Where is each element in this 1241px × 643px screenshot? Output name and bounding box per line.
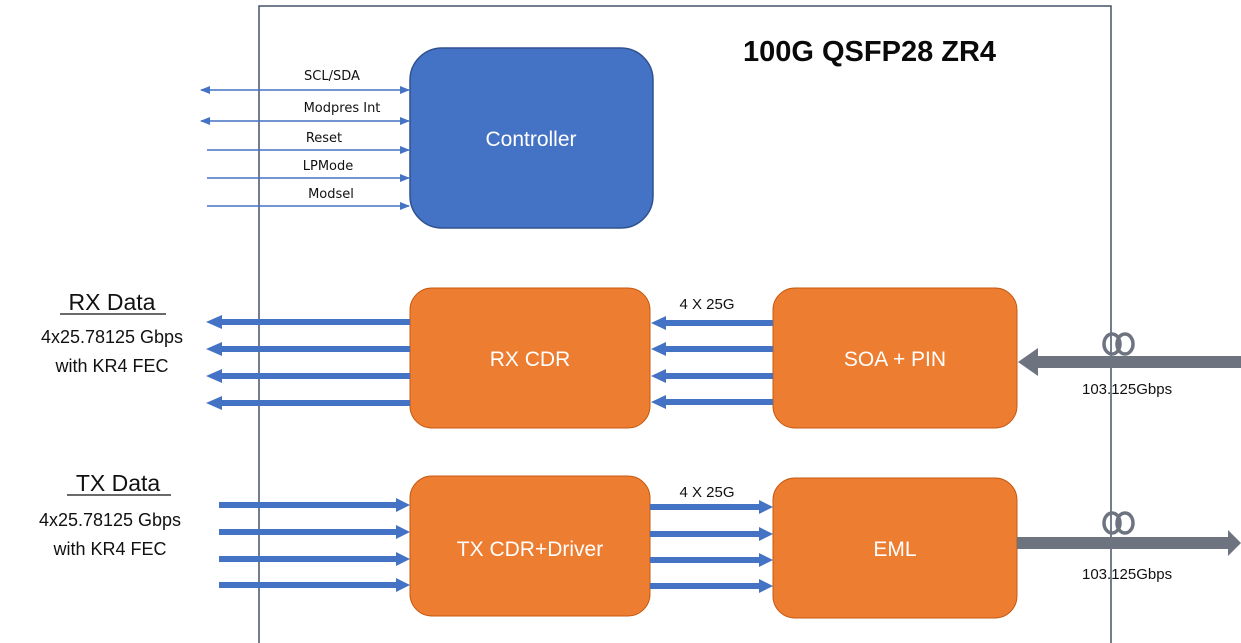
rx-internal-lane-4 [651,395,773,409]
tx-cdr-label: TX CDR+Driver [457,538,603,561]
tx-internal-lane-3 [650,553,773,567]
rx-data-fec: with KR4 FEC [54,356,168,376]
rx-fiber-coil-icon [1102,332,1135,356]
rx-internal-lane-1 [651,316,773,330]
tx-host-lane-3 [219,552,410,566]
controller-block: Controller [409,47,654,229]
tx-data-fec: with KR4 FEC [52,539,166,559]
rx-host-lane-4 [206,396,410,410]
tx-host-lane-1 [219,498,410,512]
tx-internal-lane-1 [650,500,773,514]
tx-line-rate: 103.125Gbps [1082,566,1172,583]
module-outline [258,5,1112,643]
controller-label: Controller [485,128,576,151]
tx-cdr-block: TX CDR+Driver [409,475,651,617]
tx-internal-lanes [650,500,773,593]
tx-fiber-arrow [1017,530,1241,556]
rx-lanes-label: 4 X 25G [679,296,734,313]
rx-host-lanes [206,315,410,410]
soa-pin-block: SOA + PIN [772,287,1018,429]
rx-data-labels: RX Data 4x25.78125 Gbps with KR4 FEC [41,289,183,376]
modsel-label: Modsel [308,187,354,202]
rx-fiber-arrow [1018,348,1241,376]
rx-data-title: RX Data [69,289,156,315]
tx-data-rate: 4x25.78125 Gbps [39,510,181,530]
lpmode-label: LPMode [303,159,354,174]
rx-fiber: 103.125Gbps [1018,332,1241,398]
rx-host-lane-1 [206,315,410,329]
tx-data-labels: TX Data 4x25.78125 Gbps with KR4 FEC [39,470,181,559]
control-signals: SCL/SDA Modpres Int Reset LPMode Modsel [200,69,410,210]
tx-fiber: 103.125Gbps [1017,511,1241,583]
rx-cdr-block: RX CDR [409,287,651,429]
rx-internal-lanes [651,316,773,409]
rx-internal-lane-3 [651,369,773,383]
rx-cdr-label: RX CDR [490,348,571,371]
eml-block: EML [772,477,1018,619]
module-title: 100G QSFP28 ZR4 [743,36,996,68]
modpres-int-label: Modpres Int [304,101,381,116]
rx-internal-lane-2 [651,342,773,356]
reset-label: Reset [306,131,342,146]
tx-host-lanes [219,498,410,592]
tx-host-lane-4 [219,578,410,592]
tx-data-title: TX Data [76,470,161,496]
tx-internal-lane-4 [650,579,773,593]
rx-host-lane-2 [206,342,410,356]
scl-sda-label: SCL/SDA [304,69,360,84]
tx-host-lane-2 [219,525,410,539]
soa-pin-label: SOA + PIN [844,348,946,371]
tx-internal-lane-2 [650,527,773,541]
eml-label: EML [873,538,916,561]
rx-host-lane-3 [206,369,410,383]
tx-fiber-coil-icon [1102,511,1135,535]
rx-data-rate: 4x25.78125 Gbps [41,327,183,347]
rx-line-rate: 103.125Gbps [1082,381,1172,398]
tx-lanes-label: 4 X 25G [679,484,734,501]
